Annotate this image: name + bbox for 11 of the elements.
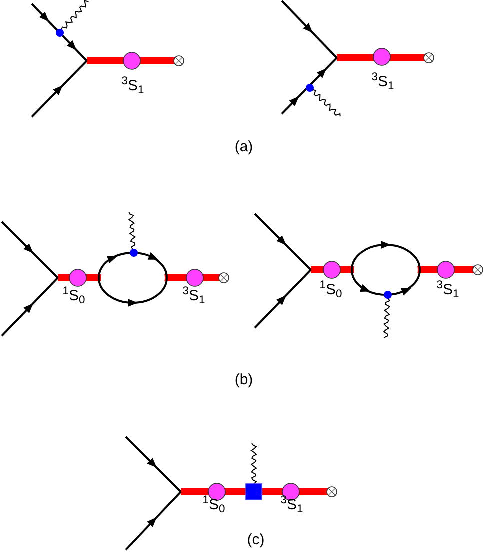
state-label: $^{3}$S$_{1}$ <box>372 74 394 90</box>
state-label: $^{3}$S$_{1}$ <box>182 288 206 304</box>
state-label: $^{3}$S$_{1}$ <box>122 78 144 94</box>
state-label: $^{3}$S$_{1}$ <box>436 282 460 298</box>
panel-label: (c) <box>247 532 265 548</box>
state-label: $^{3}$S$_{1}$ <box>280 498 304 512</box>
panel-label: (b) <box>234 372 254 388</box>
state-label: $^{1}$S$_{0}$ <box>202 498 226 512</box>
state-label: $^{1}$S$_{0}$ <box>320 282 342 298</box>
panel-label: (a) <box>234 140 254 154</box>
state-label: $^{1}$S$_{0}$ <box>62 288 86 304</box>
